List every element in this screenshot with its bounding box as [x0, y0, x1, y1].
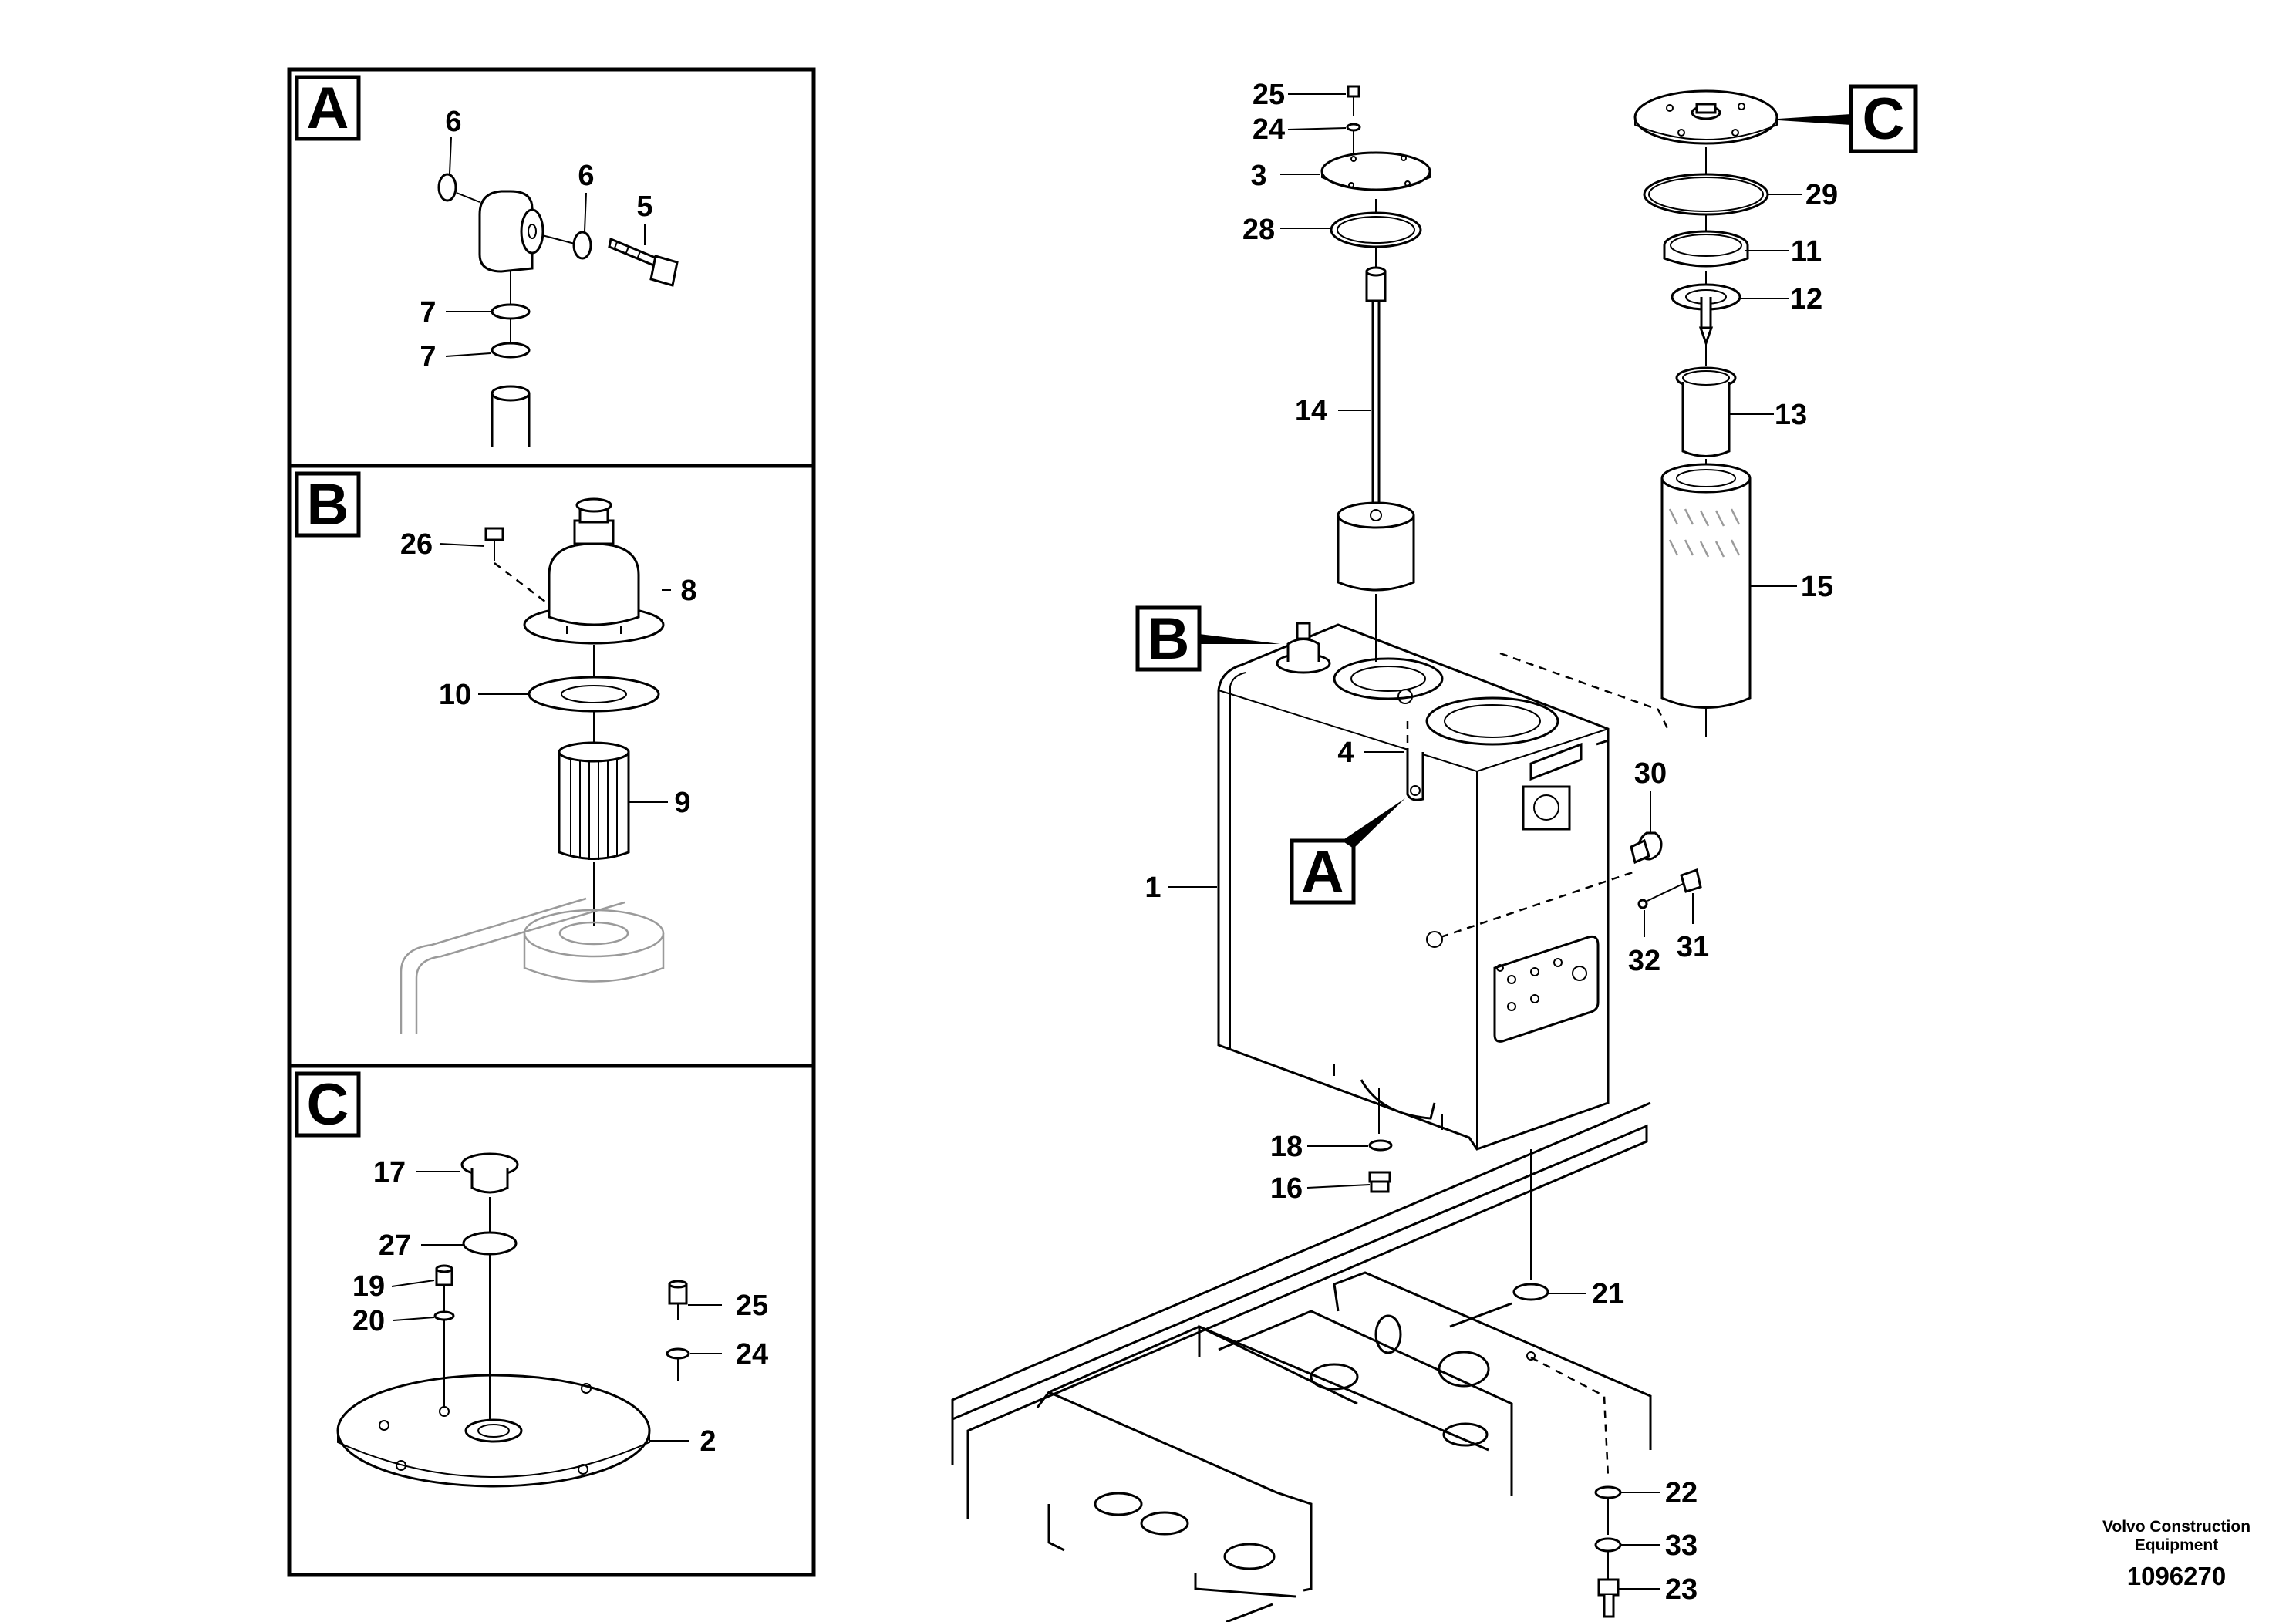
callout-main-13: 13: [1775, 399, 1807, 431]
panel-c-label: C: [307, 1072, 349, 1138]
callout-main-18: 18: [1270, 1131, 1303, 1163]
callout-main-31: 31: [1677, 931, 1709, 963]
return-filter-stack: [1633, 89, 1778, 737]
detail-panel-c: C 17 27: [287, 1064, 816, 1577]
tag-b-label: B: [1148, 606, 1190, 672]
callout-c-20: 20: [352, 1305, 385, 1337]
chassis-frame: [951, 1101, 1652, 1622]
callout-c-17: 17: [373, 1156, 406, 1189]
hydraulic-tank: [1217, 622, 1610, 1151]
callout-main-4: 4: [1337, 737, 1354, 769]
callout-a-6a: 6: [445, 106, 461, 138]
callout-b-10: 10: [439, 679, 471, 711]
callout-main-3: 3: [1250, 160, 1266, 192]
drain-plug-group: [1630, 831, 1702, 909]
callout-b-9: 9: [674, 787, 690, 819]
callout-a-6b: 6: [578, 160, 594, 192]
callout-main-29: 29: [1805, 179, 1838, 211]
callout-main-11: 11: [1791, 235, 1822, 268]
callout-main-32: 32: [1628, 945, 1660, 977]
drain-valve-group: [1368, 1088, 1393, 1193]
main-assembly: B A C: [951, 79, 1918, 1622]
callout-b-26: 26: [400, 528, 433, 561]
callout-main-25: 25: [1253, 79, 1285, 111]
callout-main-14: 14: [1295, 395, 1327, 427]
callout-a-7a: 7: [420, 296, 436, 329]
callout-main-15: 15: [1801, 571, 1833, 603]
callout-c-25: 25: [736, 1290, 768, 1322]
callout-a-7b: 7: [420, 341, 436, 373]
callout-c-27: 27: [379, 1229, 411, 1262]
level-sensor-stack: [1320, 85, 1431, 662]
callout-main-24: 24: [1253, 113, 1285, 146]
callout-main-30: 30: [1634, 757, 1667, 790]
tag-b: B: [1135, 605, 1280, 672]
callout-main-28: 28: [1242, 214, 1275, 246]
detail-panel-a: A 6 6 5 7 7: [287, 67, 816, 468]
callout-c-2: 2: [700, 1425, 716, 1458]
brand-line-2: Equipment: [2135, 1536, 2219, 1554]
callout-main-1: 1: [1145, 872, 1161, 904]
mounting-hardware-group: [1512, 1149, 1622, 1618]
callout-b-8: 8: [680, 575, 696, 607]
panel-b-label: B: [307, 472, 349, 538]
callout-c-24: 24: [736, 1338, 768, 1371]
callout-main-23: 23: [1665, 1573, 1698, 1606]
brand-line-1: Volvo Construction: [2102, 1518, 2250, 1536]
callout-main-22: 22: [1665, 1477, 1698, 1509]
callout-main-12: 12: [1790, 283, 1822, 315]
tag-a-label: A: [1302, 839, 1344, 905]
callout-a-5: 5: [636, 191, 652, 223]
callout-main-21: 21: [1592, 1278, 1624, 1310]
tag-a: A: [1290, 798, 1405, 905]
tag-c-label: C: [1863, 86, 1905, 152]
panel-a-label: A: [307, 76, 349, 141]
detail-panel-b: B 26 8: [287, 464, 816, 1068]
callout-main-16: 16: [1270, 1172, 1303, 1205]
callout-main-33: 33: [1665, 1529, 1698, 1562]
tag-c: C: [1766, 84, 1918, 153]
callout-c-19: 19: [352, 1270, 385, 1303]
footer-credit: Volvo Construction Equipment 1096270: [2102, 1518, 2250, 1590]
document-number: 1096270: [2127, 1562, 2226, 1590]
